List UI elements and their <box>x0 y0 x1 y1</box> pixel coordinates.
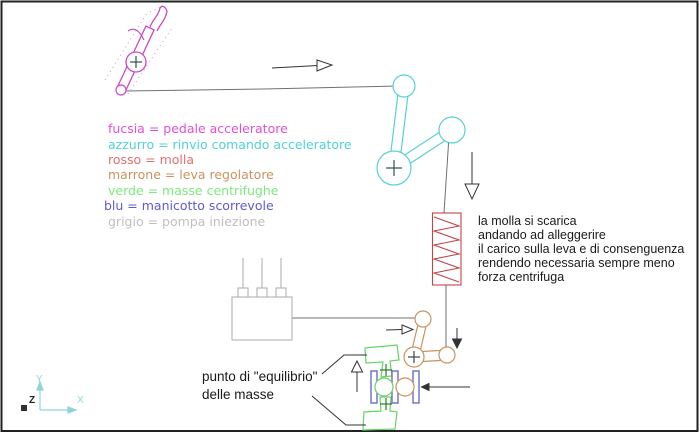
accelerator-pedal <box>104 5 173 96</box>
annotation-line-2: andando ad alleggerire <box>478 228 606 242</box>
legend-item-blu: blu = manicotto scorrevole <box>104 198 274 213</box>
throttle-bellcrank <box>376 74 466 186</box>
pedal-rod-joint-circle <box>115 84 127 96</box>
legend-item-marrone: marrone = leva regolatore <box>108 167 274 182</box>
lever-top-circle <box>414 310 432 328</box>
ucs-axes <box>36 380 78 414</box>
governor-ball-brown <box>395 377 415 397</box>
pump-body <box>231 296 293 341</box>
centrifugal-governor <box>362 344 420 431</box>
pump-port-1 <box>237 287 249 298</box>
pump-port-2 <box>256 287 268 298</box>
spring-coil-zigzag <box>431 216 462 283</box>
arrow-up-mass <box>350 359 364 392</box>
callout-line-upper <box>321 354 367 375</box>
arrow-down-spring <box>464 152 480 201</box>
equilibrium-note: punto di "equilibrio" delle masse <box>202 369 318 402</box>
arrows <box>271 59 480 392</box>
pedal-to-bellcrank-rod <box>125 85 398 92</box>
pedal-hook-tip <box>159 5 168 12</box>
annotation-line-4: rendendo necessaria sempre meno <box>478 256 675 270</box>
bellcrank-right-circle <box>438 116 466 144</box>
pump-port-3 <box>275 287 287 298</box>
ucs-x-label: X <box>77 395 84 406</box>
annotation-line-1: la molla si scarica <box>478 214 577 228</box>
ucs-z-label: Z <box>29 395 35 406</box>
legend-item-rosso: rosso = molla <box>108 152 194 167</box>
injection-pump <box>231 258 293 341</box>
bellcrank-to-spring-rod <box>443 135 450 214</box>
pedal-hook-inner <box>156 10 168 32</box>
bellcrank-top-circle <box>392 74 416 98</box>
ucs-icon: Y X Z <box>21 374 84 414</box>
connector-lines <box>125 85 450 350</box>
callout-lines <box>311 354 367 426</box>
legend-item-verde: verde = masse centrifughe <box>108 183 279 198</box>
governor-ball-green <box>374 377 394 397</box>
arrow-down-lever <box>451 328 463 350</box>
pedal-ghost-dotted-outline <box>104 5 173 95</box>
callout-line-lower <box>311 395 366 426</box>
equilibrium-note-line-2: delle masse <box>202 387 274 402</box>
equilibrium-note-line-1: punto di "equilibrio" <box>202 369 318 384</box>
legend-item-grigio: grigio = pompa iniezione <box>108 214 266 229</box>
regulator-lever <box>403 310 456 368</box>
arrow-left-sleeve <box>420 382 470 392</box>
arrow-right-lever <box>385 324 415 335</box>
spring-annotation: la molla si scarica andando ad alleggeri… <box>478 214 684 284</box>
annotation-line-5: forza centrifuga <box>478 270 564 284</box>
lever-right-circle <box>438 346 456 364</box>
pedal-curve-detail <box>127 28 145 41</box>
annotation-line-3: il carico sulla leva e di consenguenza <box>478 242 684 256</box>
pedal-hook-outer <box>149 7 161 28</box>
spring-molla <box>431 212 462 286</box>
legend: fucsia = pedale acceleratore azzurro = r… <box>104 121 352 229</box>
ucs-y-label: Y <box>36 374 43 385</box>
legend-item-fucsia: fucsia = pedale acceleratore <box>108 121 288 136</box>
arrow-right-top <box>271 59 334 72</box>
flyweight-bottom <box>362 396 398 431</box>
ucs-origin-square <box>21 405 27 411</box>
legend-item-azzurro: azzurro = rinvio comando acceleratore <box>108 137 352 152</box>
